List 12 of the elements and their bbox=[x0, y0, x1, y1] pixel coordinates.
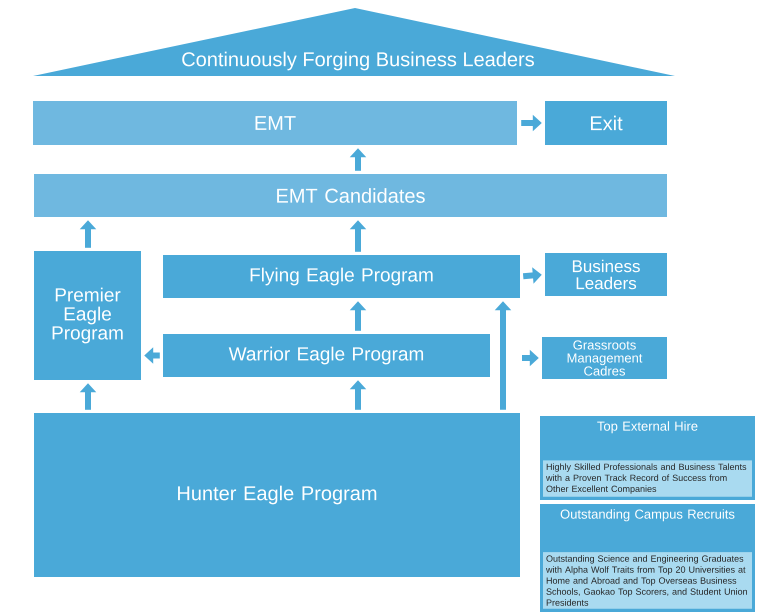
roof-banner: Continuously Forging Business Leaders bbox=[33, 8, 675, 76]
program-box: Flying Eagle Program bbox=[163, 255, 520, 298]
outcome-box: Business Leaders bbox=[545, 253, 667, 296]
program-box: Hunter Eagle Program bbox=[34, 413, 520, 577]
exit-box: Exit bbox=[545, 101, 667, 145]
level-bar: EMT bbox=[33, 101, 517, 145]
source-panel: Top External Hire Highly Skilled Professionals and Business Talents with a Proven Track Record of Success from Other Excellent Companies bbox=[540, 416, 755, 500]
level-bar: EMT Candidates bbox=[34, 174, 667, 217]
program-box: Premier Eagle Program bbox=[34, 251, 141, 380]
source-panel: Outstanding Campus Recruits Outstanding Science and Engineering Graduates with Alpha Wolf Traits from Top 20 Universities at Home and Abroad and Top Overseas Business Schools, Gaokao Top Scorers, and Student Union Presidents bbox=[540, 504, 755, 612]
program-box: Warrior Eagle Program bbox=[163, 334, 490, 377]
outcome-box: Grassroots Management Cadres bbox=[542, 337, 667, 379]
